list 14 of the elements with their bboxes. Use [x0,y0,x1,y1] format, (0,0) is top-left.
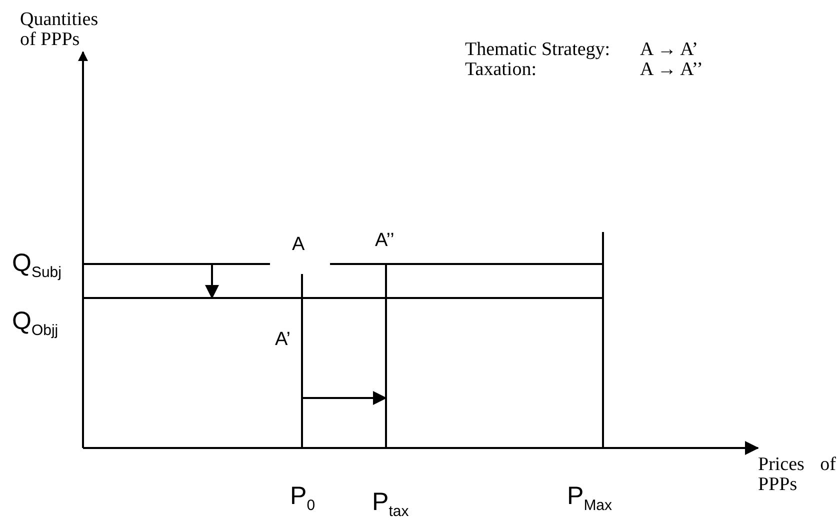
tick-label: P$_{Max}$ [567,483,612,514]
axis-value-label: Q$_{Subj}$ [12,250,62,281]
axis-label: Quantities of PPPs [20,10,100,50]
note-text: Thematic Strategy: [465,40,610,60]
axis-label: Prices of PPPs [758,455,836,495]
point-label: A [292,235,305,255]
axis-value-label: Q$_{Objj}$ [12,308,58,339]
note-text: Taxation: [465,60,536,80]
point-label: A’’ [375,231,394,251]
note-text: A → A’ [640,40,698,60]
tick-label: P$_{tax}$ [372,489,409,520]
point-label: A’ [275,330,290,350]
tick-label: P$_{0}$ [290,483,316,514]
note-text: A → A’’ [640,60,703,80]
